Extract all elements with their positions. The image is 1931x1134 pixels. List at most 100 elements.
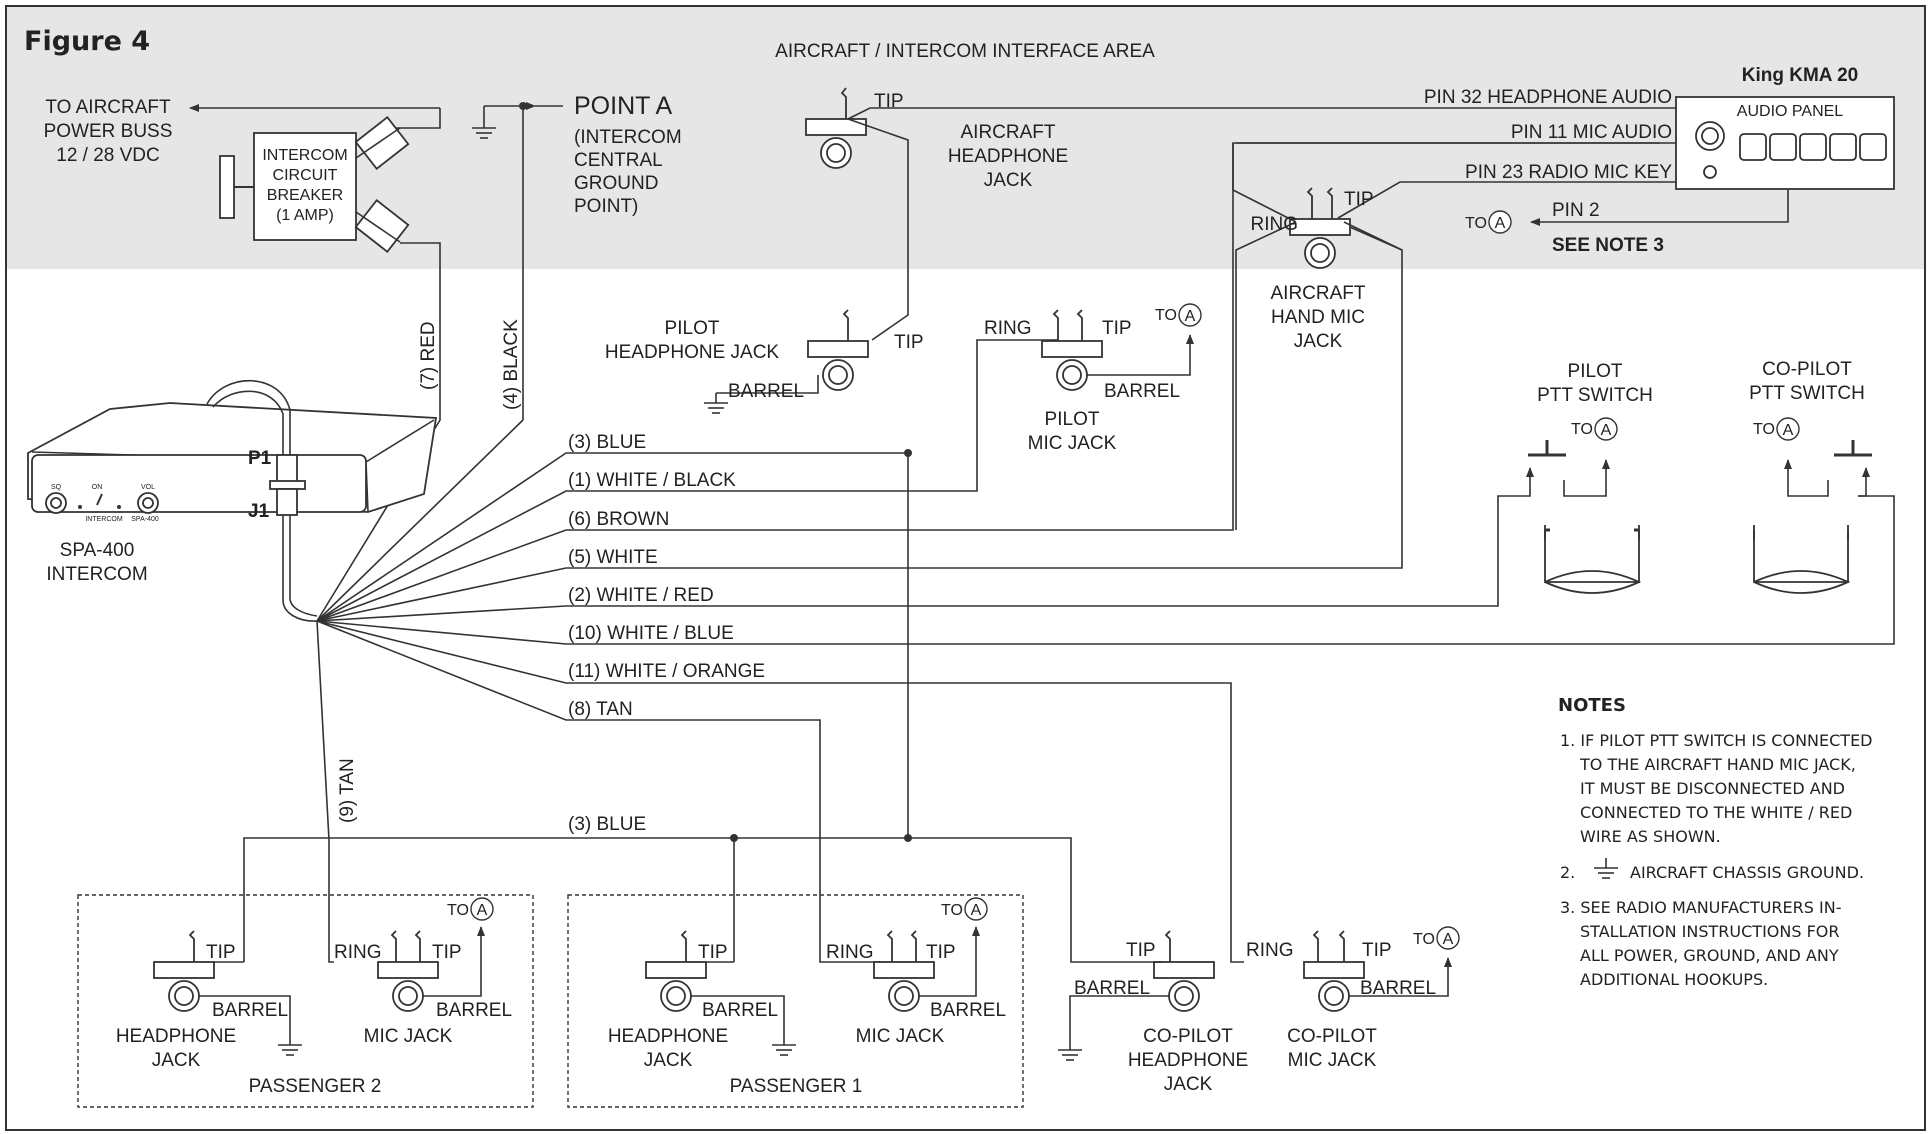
wire-black-label: (4) BLACK bbox=[501, 319, 522, 410]
svg-text:TO: TO bbox=[1753, 421, 1775, 438]
copilot-ptt-switch bbox=[1753, 440, 1872, 594]
svg-text:(1 AMP): (1 AMP) bbox=[276, 207, 334, 224]
copilot-headphone-jack bbox=[1057, 930, 1215, 1061]
aircraft-hand-mic-jack bbox=[1232, 143, 1403, 530]
to-a-ref-pilot-ptt: TO A bbox=[1571, 417, 1618, 441]
svg-text:TO: TO bbox=[1571, 421, 1593, 438]
wire-white-black-label: (1) WHITE / BLACK bbox=[568, 470, 736, 491]
svg-text:PASSENGER 1: PASSENGER 1 bbox=[730, 1076, 863, 1097]
svg-text:MIC JACK: MIC JACK bbox=[856, 1026, 945, 1047]
svg-text:PILOT: PILOT bbox=[1045, 409, 1100, 430]
to-a-ref-p2: TO A bbox=[447, 897, 494, 921]
svg-text:A: A bbox=[1185, 308, 1196, 325]
svg-text:STALLATION INSTRUCTIONS FOR: STALLATION INSTRUCTIONS FOR bbox=[1580, 922, 1840, 941]
svg-text:PTT SWITCH: PTT SWITCH bbox=[1537, 385, 1653, 406]
svg-text:JACK: JACK bbox=[1294, 331, 1343, 352]
svg-text:TO: TO bbox=[941, 902, 963, 919]
kma20-audio-panel: AUDIO PANEL bbox=[1675, 96, 1895, 190]
p2-headphone-barrel-label: BARREL bbox=[212, 1000, 288, 1021]
copilot-mic-jack-label: CO-PILOT MIC JACK bbox=[1287, 1026, 1377, 1071]
hand-mic-ring-label: RING bbox=[1251, 214, 1299, 235]
copilot-mic-barrel-label: BARREL bbox=[1360, 978, 1436, 999]
pilot-mic-jack bbox=[1041, 309, 1194, 391]
svg-text:ADDITIONAL HOOKUPS.: ADDITIONAL HOOKUPS. bbox=[1580, 970, 1768, 989]
svg-text:JACK: JACK bbox=[984, 170, 1033, 191]
p1-mic-ring-label: RING bbox=[826, 942, 874, 963]
svg-text:TO: TO bbox=[1155, 307, 1177, 324]
j1-label: J1 bbox=[248, 501, 270, 522]
svg-text:2.: 2. bbox=[1560, 863, 1575, 882]
svg-text:JACK: JACK bbox=[1164, 1074, 1213, 1095]
wire-brown-label: (6) BROWN bbox=[568, 509, 669, 530]
svg-text:HEADPHONE: HEADPHONE bbox=[608, 1026, 728, 1047]
passenger-1-box bbox=[567, 894, 1024, 1108]
p1-headphone-tip-label: TIP bbox=[698, 942, 728, 963]
copilot-mic-ring-label: RING bbox=[1246, 940, 1294, 961]
svg-text:MIC JACK: MIC JACK bbox=[1288, 1050, 1377, 1071]
pilot-ptt-switch bbox=[1522, 440, 1642, 594]
p2-mic-ring-label: RING bbox=[334, 942, 382, 963]
harness-wires bbox=[243, 142, 1895, 963]
svg-text:POWER BUSS: POWER BUSS bbox=[44, 121, 173, 142]
wire-white-red-label: (2) WHITE / RED bbox=[568, 585, 714, 606]
svg-text:A: A bbox=[1443, 931, 1454, 948]
svg-text:TO THE AIRCRAFT HAND MIC JACK,: TO THE AIRCRAFT HAND MIC JACK, bbox=[1579, 755, 1856, 774]
intercom-label: SPA-400 bbox=[60, 540, 135, 561]
p1-j1-connector bbox=[269, 454, 306, 516]
aircraft-hand-mic-jack-label: AIRCRAFT HAND MIC JACK bbox=[1271, 283, 1366, 352]
pilot-mic-ring-label: RING bbox=[984, 318, 1032, 339]
p1-headphone-barrel-label: BARREL bbox=[702, 1000, 778, 1021]
svg-text:ON: ON bbox=[92, 484, 103, 491]
svg-text:HEADPHONE: HEADPHONE bbox=[948, 146, 1068, 167]
svg-text:HEADPHONE: HEADPHONE bbox=[116, 1026, 236, 1047]
to-a-ref-copilot-ptt: TO A bbox=[1753, 417, 1800, 441]
pilot-mic-tip-label: TIP bbox=[1102, 318, 1132, 339]
pin2-label: PIN 2 bbox=[1552, 200, 1600, 221]
copilot-headphone-barrel-label: BARREL bbox=[1074, 978, 1150, 999]
pilot-ptt-label: PILOT PTT SWITCH bbox=[1537, 361, 1653, 406]
pin32-label: PIN 32 HEADPHONE AUDIO bbox=[1424, 87, 1672, 108]
pilot-headphone-jack-label: PILOT HEADPHONE JACK bbox=[605, 318, 780, 363]
pilot-headphone-tip-label: TIP bbox=[894, 332, 924, 353]
svg-text:IT MUST BE DISCONNECTED AND: IT MUST BE DISCONNECTED AND bbox=[1580, 779, 1845, 798]
aircraft-headphone-tip-label: TIP bbox=[874, 91, 904, 112]
to-a-ref-copilot-mic: TO A bbox=[1413, 926, 1460, 950]
svg-text:SPA-400: SPA-400 bbox=[131, 516, 159, 523]
copilot-mic-tip-label: TIP bbox=[1362, 940, 1392, 961]
area-title: AIRCRAFT / INTERCOM INTERFACE AREA bbox=[775, 41, 1155, 62]
svg-text:HEADPHONE JACK: HEADPHONE JACK bbox=[605, 342, 780, 363]
svg-text:A: A bbox=[477, 902, 488, 919]
p2-headphone-tip-label: TIP bbox=[206, 942, 236, 963]
power-buss-label: TO AIRCRAFT POWER BUSS 12 / 28 VDC bbox=[44, 97, 173, 166]
svg-text:CONNECTED TO THE WHITE / RED: CONNECTED TO THE WHITE / RED bbox=[1580, 803, 1852, 822]
aircraft-headphone-jack bbox=[805, 87, 1676, 341]
copilot-headphone-tip-label: TIP bbox=[1126, 940, 1156, 961]
to-a-ref-kma: TO A bbox=[1465, 210, 1512, 234]
svg-text:NOTES: NOTES bbox=[1558, 695, 1626, 716]
svg-text:(INTERCOM: (INTERCOM bbox=[574, 127, 682, 148]
passenger-2-box bbox=[77, 894, 534, 1108]
circuit-breaker: INTERCOM CIRCUIT BREAKER (1 AMP) bbox=[219, 116, 410, 253]
pilot-mic-barrel-label: BARREL bbox=[1104, 381, 1180, 402]
copilot-ptt-label: CO-PILOT PTT SWITCH bbox=[1749, 359, 1865, 404]
hand-mic-tip-label: TIP bbox=[1344, 189, 1374, 210]
pilot-mic-jack-label: PILOT MIC JACK bbox=[1028, 409, 1117, 454]
p1-label: P1 bbox=[248, 448, 272, 469]
svg-text:BREAKER: BREAKER bbox=[267, 187, 343, 204]
copilot-headphone-jack-label: CO-PILOT HEADPHONE JACK bbox=[1128, 1026, 1248, 1095]
svg-text:INTERCOM: INTERCOM bbox=[85, 516, 123, 523]
svg-text:CO-PILOT: CO-PILOT bbox=[1287, 1026, 1377, 1047]
wire-blue-label: (3) BLUE bbox=[568, 432, 646, 453]
svg-text:A: A bbox=[1601, 422, 1612, 439]
svg-text:JACK: JACK bbox=[152, 1050, 201, 1071]
svg-text:ALL POWER, GROUND, AND ANY: ALL POWER, GROUND, AND ANY bbox=[1580, 946, 1839, 965]
svg-text:CENTRAL: CENTRAL bbox=[574, 150, 663, 171]
kma-title: King KMA 20 bbox=[1742, 65, 1858, 86]
see-note3-label: SEE NOTE 3 bbox=[1552, 235, 1664, 256]
pin23-label: PIN 23 RADIO MIC KEY bbox=[1465, 162, 1672, 183]
p1-mic-barrel-label: BARREL bbox=[930, 1000, 1006, 1021]
svg-text:POINT A: POINT A bbox=[574, 92, 673, 120]
svg-text:PASSENGER 2: PASSENGER 2 bbox=[249, 1076, 382, 1097]
svg-text:SQ: SQ bbox=[51, 484, 62, 491]
